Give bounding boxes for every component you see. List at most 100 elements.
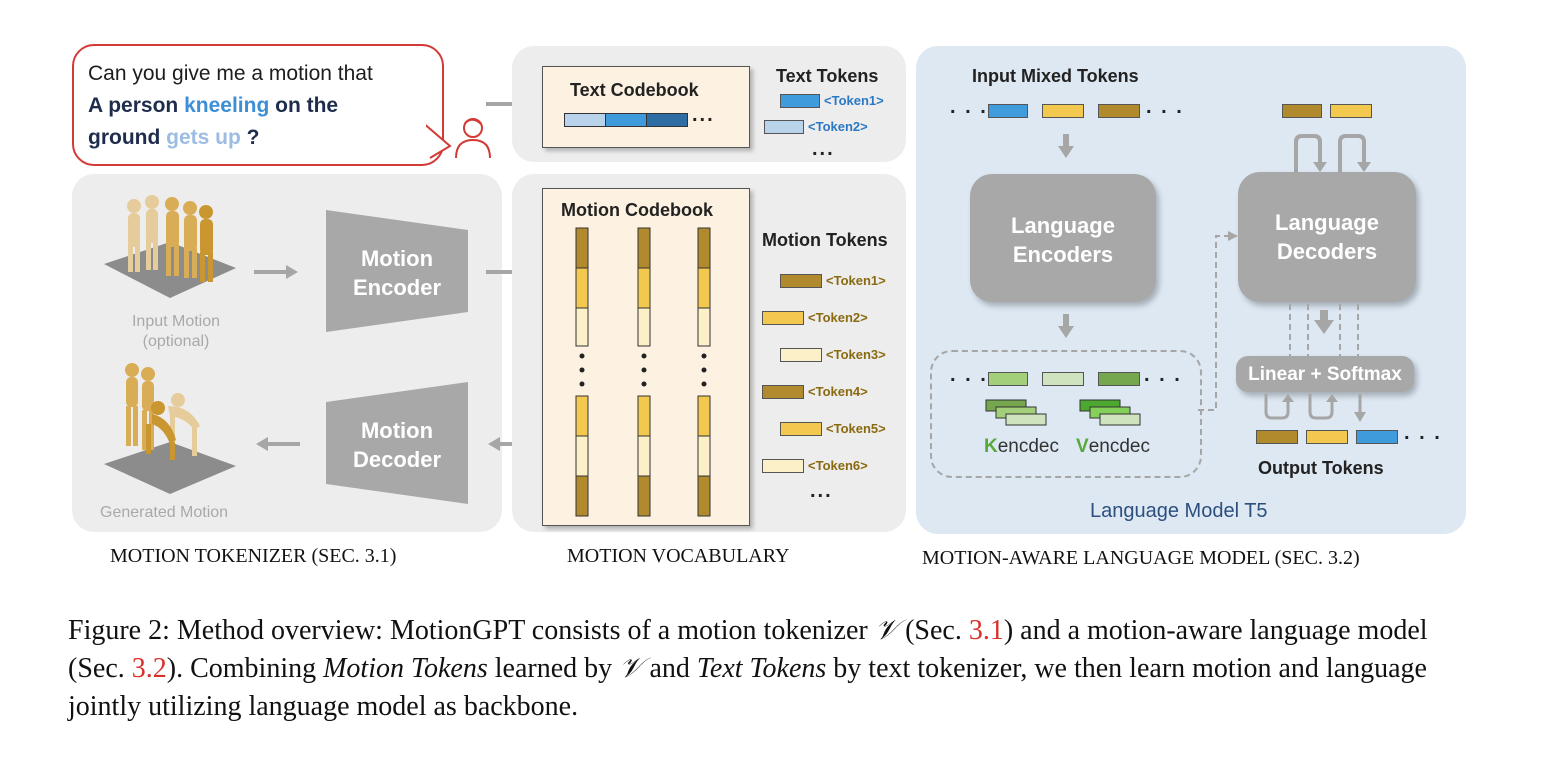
encoder-output-box — [930, 350, 1202, 478]
decoder-linear-connectors — [1289, 304, 1359, 356]
motion-codebook-columns — [575, 227, 711, 517]
section-label-tokenizer: MOTION TOKENIZER (SEC. 3.1) — [110, 545, 397, 567]
motion-token-swatch — [780, 274, 822, 288]
caption-text: and — [642, 653, 697, 684]
encoder-output-token — [1042, 372, 1084, 386]
caption-symbol: 𝒱 — [874, 615, 899, 646]
question-part: ground — [88, 126, 167, 149]
motion-token-label: <Token3> — [826, 347, 886, 362]
v-rest: encdec — [1088, 436, 1150, 457]
motion-tokens-title: Motion Tokens — [762, 230, 888, 250]
decoders-line: Language — [1275, 210, 1379, 235]
bubble-tail — [420, 118, 452, 160]
input-token — [1098, 104, 1140, 118]
language-model-name: Language Model T5 — [1090, 500, 1268, 522]
decoder-line: Motion — [360, 418, 434, 443]
output-tokens-title: Output Tokens — [1258, 458, 1384, 478]
enc-ellipsis-right: . . . — [1144, 364, 1182, 386]
question-highlight-gets-up: gets up — [166, 126, 241, 149]
text-token-swatch — [780, 94, 820, 108]
output-ellipsis: . . . — [1404, 422, 1442, 444]
text-codebook-title: Text Codebook — [570, 80, 699, 100]
language-encoders-block — [970, 174, 1156, 302]
generated-motion-label: Generated Motion — [100, 504, 229, 521]
encoder-line: Encoder — [352, 275, 442, 300]
question-bubble — [72, 44, 444, 166]
input-token — [1042, 104, 1084, 118]
encoders-line: Encoders — [1012, 242, 1114, 267]
text-code-cell — [605, 113, 647, 127]
input-ellipsis-right: . . . — [1146, 96, 1184, 118]
input-motion-line: (optional) — [142, 333, 210, 350]
output-loop-icon — [1264, 394, 1366, 422]
cross-attention-connector — [1198, 231, 1238, 411]
motion-decoder-label: Motion Decoder — [324, 416, 470, 474]
question-highlight-kneeling: kneeling — [184, 94, 270, 117]
text-token-swatch — [764, 120, 804, 134]
motion-decoder-block — [326, 382, 468, 504]
motion-token-swatch — [780, 422, 822, 436]
arrow-down-icon — [1058, 314, 1074, 338]
decoders-line: Decoders — [1276, 239, 1378, 264]
caption-text: ). Combining — [166, 653, 324, 684]
motion-token-label: <Token4> — [808, 384, 868, 399]
input-motion-figure — [104, 195, 236, 298]
arrow-icon — [254, 265, 298, 279]
v-letter: V — [1076, 436, 1089, 457]
text-tokens-ellipsis: ... — [812, 138, 835, 160]
language-encoders-label: Language Encoders — [970, 211, 1156, 269]
motion-tokens-ellipsis: ... — [810, 480, 833, 502]
language-decoders-block — [1238, 172, 1416, 302]
caption-text: ) and a motion-aware language model (Sec… — [68, 615, 1428, 684]
arrow-icon — [256, 437, 300, 451]
question-part: ? — [240, 126, 260, 149]
motion-encoder-label: Motion Encoder — [324, 244, 470, 302]
k-rest: encdec — [997, 436, 1060, 457]
question-text: Can you give me a motion that A person k… — [88, 58, 373, 154]
k-encdec-label: Kencdec — [984, 436, 1059, 458]
caption-text: by text tokenizer, we then learn motion … — [68, 653, 1427, 722]
text-token-label: <Token1> — [824, 93, 884, 108]
motion-token-swatch — [762, 385, 804, 399]
enc-ellipsis-left: . . . — [950, 364, 988, 386]
question-line-2: A person kneeling on the — [88, 90, 373, 122]
text-tokens-title: Text Tokens — [776, 66, 879, 86]
motion-token-label: <Token6> — [808, 458, 868, 473]
input-motion-line: Input Motion — [131, 313, 221, 330]
encoder-output-token — [1098, 372, 1140, 386]
motion-token-label: <Token2> — [808, 310, 868, 325]
decoder-top-token — [1330, 104, 1372, 118]
motion-codebook-title: Motion Codebook — [561, 200, 713, 220]
motion-token-swatch — [780, 348, 822, 362]
output-token — [1256, 430, 1298, 444]
linear-softmax-label: Linear + Softmax — [1248, 364, 1402, 385]
section-label-lm: MOTION-AWARE LANGUAGE MODEL (SEC. 3.2) — [922, 547, 1360, 569]
input-motion-label: Input Motion (optional) — [118, 312, 234, 352]
v-encdec-label: Vencdec — [1076, 436, 1150, 458]
caption-ref-link[interactable]: 3.1 — [968, 615, 1004, 646]
decoder-line: Decoder — [352, 447, 442, 472]
question-line-1: Can you give me a motion that — [88, 62, 373, 85]
motion-encoder-block — [326, 210, 468, 332]
caption-emphasis: Motion Tokens — [323, 653, 488, 684]
text-codebook-ellipsis: ... — [692, 104, 715, 126]
k-stack-icon — [985, 399, 1047, 426]
output-token — [1306, 430, 1348, 444]
encoder-line: Motion — [360, 246, 434, 271]
k-letter: K — [984, 436, 998, 457]
motion-token-swatch — [762, 311, 804, 325]
caption-text: Figure 2: Method overview: MotionGPT con… — [68, 615, 875, 646]
input-token — [988, 104, 1028, 118]
text-codebook-box — [542, 66, 750, 148]
decoder-top-token — [1282, 104, 1322, 118]
caption-symbol: 𝒱 — [619, 653, 643, 684]
generated-motion-figure — [104, 363, 236, 494]
question-line-3: ground gets up ? — [88, 122, 373, 154]
caption-ref-link[interactable]: 3.2 — [131, 653, 167, 684]
v-stack-icon — [1079, 399, 1141, 426]
person-icon — [455, 118, 491, 159]
caption-text: learned by — [487, 653, 620, 684]
language-decoders-label: Language Decoders — [1238, 208, 1416, 266]
motion-token-label: <Token5> — [826, 421, 886, 436]
arrow-down-icon — [1058, 134, 1074, 158]
